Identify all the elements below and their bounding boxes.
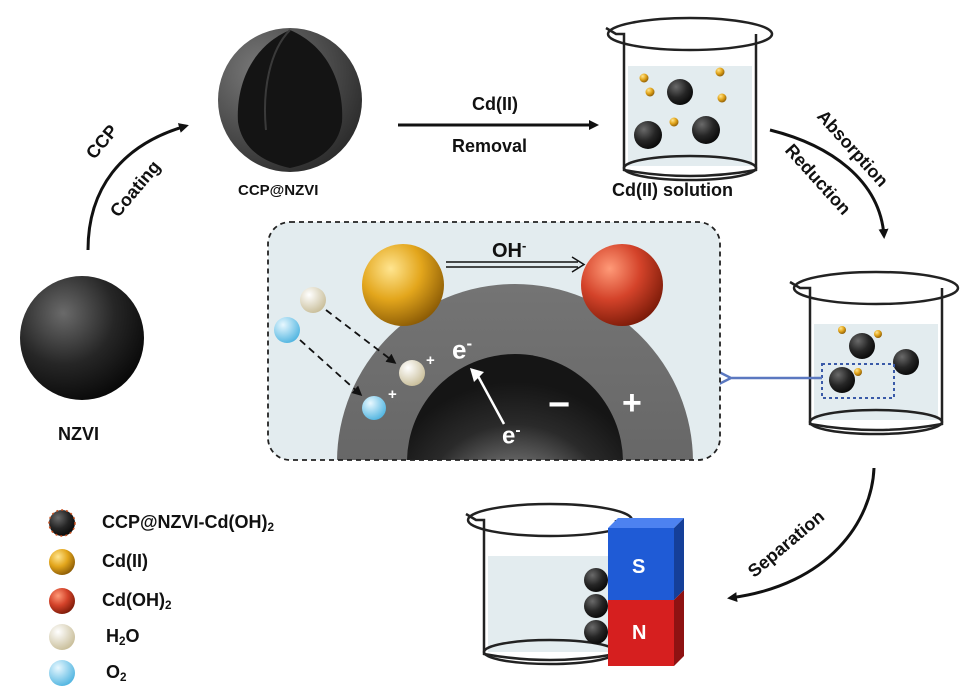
beaker-reaction (789, 270, 960, 436)
separation-arrow (727, 467, 876, 603)
legend-cd-oh2-icon (49, 588, 75, 614)
oh-label: OH- (492, 238, 527, 263)
mechanism-panel (267, 221, 721, 461)
cd-ii-sphere (362, 244, 444, 326)
absorption-reduction-arrow (769, 128, 889, 239)
label-cd-ii-reagent: Cd(II) (472, 94, 518, 114)
h2o-molecule-start (300, 287, 326, 313)
label-ccp-nzvi: CCP@NZVI (238, 182, 319, 199)
label-removal: Removal (452, 136, 528, 156)
electron-arrow (476, 375, 506, 425)
legend-o2: O2 (106, 662, 127, 684)
electron-label-core: e- (502, 422, 521, 450)
h2o-molecule-adsorbed (399, 360, 425, 386)
coating-arrow (86, 123, 189, 251)
legend-h2o-icon (49, 624, 75, 650)
ccp-nzvi-particle (218, 28, 362, 172)
electron-label-shell: e- (452, 334, 473, 365)
magnet-n-label: N (632, 622, 647, 644)
legend-cd-ii-icon (49, 549, 75, 575)
beaker-cd-solution (605, 16, 774, 182)
magnet (608, 518, 684, 666)
legend-symbols (48, 509, 76, 686)
core-minus-sign: − (548, 384, 571, 426)
beaker-separation (465, 502, 634, 666)
h2o-path-arrow (325, 309, 397, 364)
legend-ccp-nzvi-cd-icon (49, 510, 75, 536)
legend-cd-oh2: Cd(OH)2 (102, 590, 172, 612)
zoom-selection (821, 363, 895, 399)
legend-o2-icon (49, 660, 75, 686)
o2-path-arrow (299, 339, 363, 397)
o2-molecule-adsorbed (362, 396, 386, 420)
magnet-s-label: S (632, 556, 646, 578)
legend-ccp-nzvi-cd-oh2: CCP@NZVI-Cd(OH)2 (102, 512, 275, 534)
o2-ion-plus: + (388, 386, 397, 403)
legend-cd-ii: Cd(II) (102, 551, 148, 571)
nzvi-particle (20, 276, 144, 400)
h2o-ion-plus: + (426, 352, 435, 369)
legend-h2o: H2O (106, 626, 140, 648)
cd-oh2-sphere (581, 244, 663, 326)
o2-molecule-start (274, 317, 300, 343)
label-nzvi: NZVI (58, 424, 100, 444)
label-cd-solution: Cd(II) solution (612, 180, 733, 200)
shell-plus-sign: + (622, 384, 642, 422)
